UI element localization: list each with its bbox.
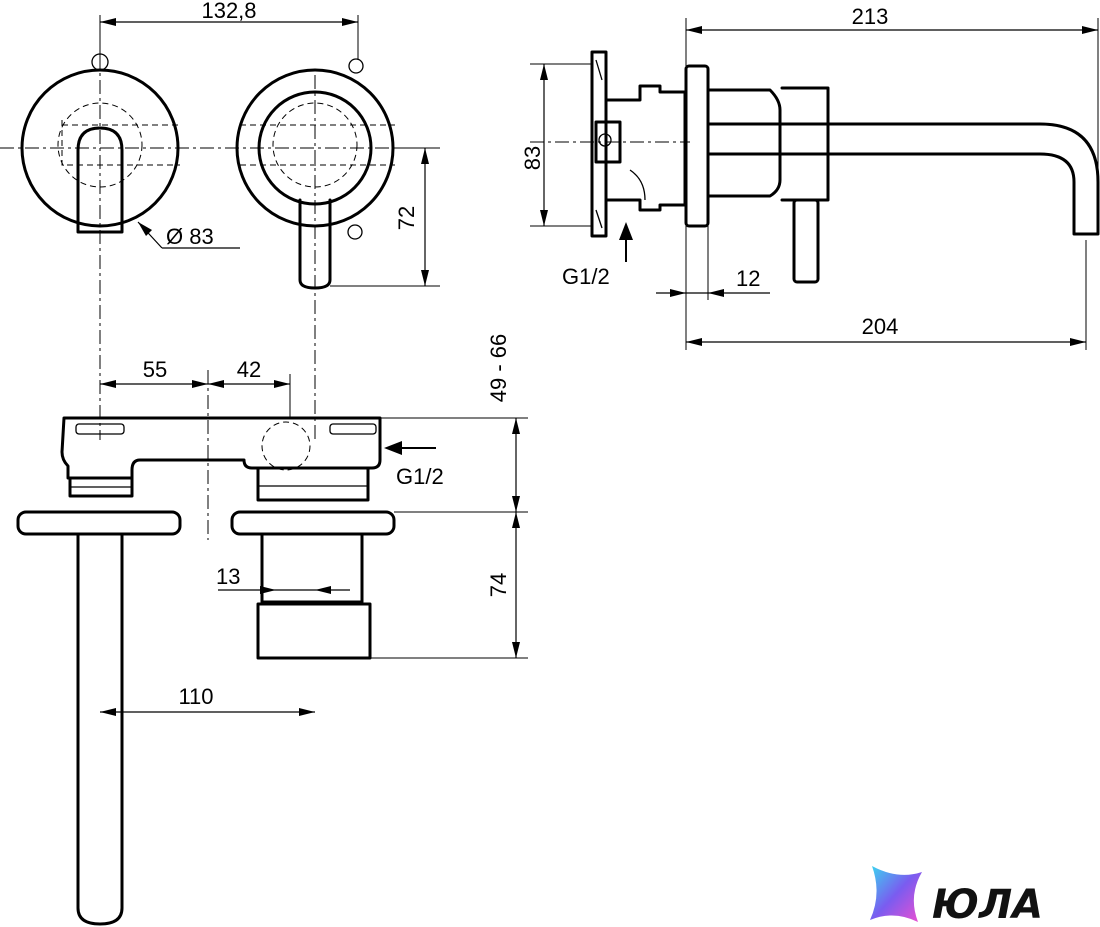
right-rosette-hidden-body: [272, 102, 358, 188]
arrow-head: [686, 338, 702, 346]
dim-label-overall-length: 213: [852, 4, 889, 29]
dim-label-spout-to-valve: 110: [178, 684, 213, 709]
arrow-head: [670, 289, 686, 297]
arrow-head: [100, 708, 116, 716]
rosette-side: [684, 64, 710, 228]
arrow-head: [192, 380, 208, 388]
arrow-head: [138, 222, 152, 236]
valve-rosette-top: [230, 510, 396, 536]
body-housing-top: [60, 416, 382, 480]
valve-body-side: [604, 84, 687, 212]
arrow-head: [421, 270, 429, 286]
left-rosette-hidden-body: [57, 102, 143, 188]
mounting-plate: [590, 50, 608, 238]
dim-label-body-depth: 49 - 66: [486, 334, 511, 403]
arrow-head: [1082, 26, 1098, 34]
arrow-head: [208, 380, 224, 388]
brand-star-icon: [870, 866, 922, 922]
arrow-head: [512, 642, 520, 658]
fixing-screw: [598, 133, 612, 147]
arrow-head: [260, 586, 276, 594]
handle-lever: [298, 198, 332, 290]
brand-name: ЮЛА: [932, 882, 1043, 927]
right-rosette-inner: [257, 90, 373, 206]
dim-label-handle-spacing: 132,8: [201, 0, 256, 23]
handle-cap-top: [256, 602, 372, 660]
dim-label-cartridge-depth: 74: [486, 573, 511, 597]
plate-detail: [595, 59, 603, 229]
valve-collar: [256, 466, 370, 502]
hidden-inlet-circle: [261, 421, 311, 471]
right-screw-bottom: [347, 224, 363, 240]
dim-label-spout-to-center: 55: [143, 357, 167, 382]
arrow-head: [708, 289, 724, 297]
right-hidden-body-lines: [240, 124, 395, 166]
handle-lever-side: [792, 198, 820, 284]
arrow-head: [512, 512, 520, 528]
housing-slot-left: [75, 423, 125, 435]
spout-top: [76, 532, 124, 926]
arrow-head: [100, 380, 116, 388]
arrow-head: [421, 148, 429, 164]
arrow-head: [686, 26, 702, 34]
right-rosette: [235, 68, 395, 228]
side-view: 213 83 G1/2 12 204: [520, 4, 1100, 350]
arrow-head: [512, 496, 520, 512]
handle-base-top: [260, 532, 364, 604]
inlet-arrow-head: [619, 222, 633, 240]
housing-slot-right: [329, 423, 377, 435]
arrow-head: [540, 210, 548, 226]
brand-logo: ЮЛА: [870, 866, 1043, 927]
spout-rosette-top: [16, 510, 182, 536]
dim-label-plate-thickness: 12: [736, 266, 760, 291]
right-screw-top: [348, 58, 364, 74]
arrow-head: [100, 18, 116, 26]
arrow-head: [315, 586, 331, 594]
dim-label-plate-height: 83: [520, 146, 545, 170]
arrow-head: [342, 18, 358, 26]
top-view: G1/2 55 42 49 - 66 74 13 110: [16, 334, 528, 926]
arrow-head: [540, 64, 548, 80]
arrow-head: [1070, 338, 1086, 346]
spout-side: [706, 122, 1100, 236]
dim-label-rosette-diameter: Ø 83: [166, 224, 214, 249]
front-view: 132,8 Ø 83 72: [0, 0, 440, 440]
inlet-arrow-head: [384, 441, 402, 455]
dim-label-handle-offset: 72: [394, 206, 419, 230]
arrow-head: [274, 380, 290, 388]
body-detail: [629, 169, 646, 201]
dim-label-center-to-valve: 42: [237, 357, 261, 382]
inner-body-side: [706, 88, 782, 198]
left-hidden-body-lines: [61, 120, 180, 166]
spout-front-profile: [76, 126, 124, 234]
handle-base-side: [780, 86, 830, 202]
dim-label-inlet-bottom: G1/2: [396, 464, 444, 489]
fixing-screw-block: [594, 120, 622, 164]
dim-label-spout-projection: 204: [862, 314, 899, 339]
dim-label-valve-offset: 13: [216, 564, 240, 589]
arrow-head: [299, 708, 315, 716]
arrow-head: [512, 418, 520, 434]
dim-label-inlet-side: G1/2: [562, 264, 610, 289]
